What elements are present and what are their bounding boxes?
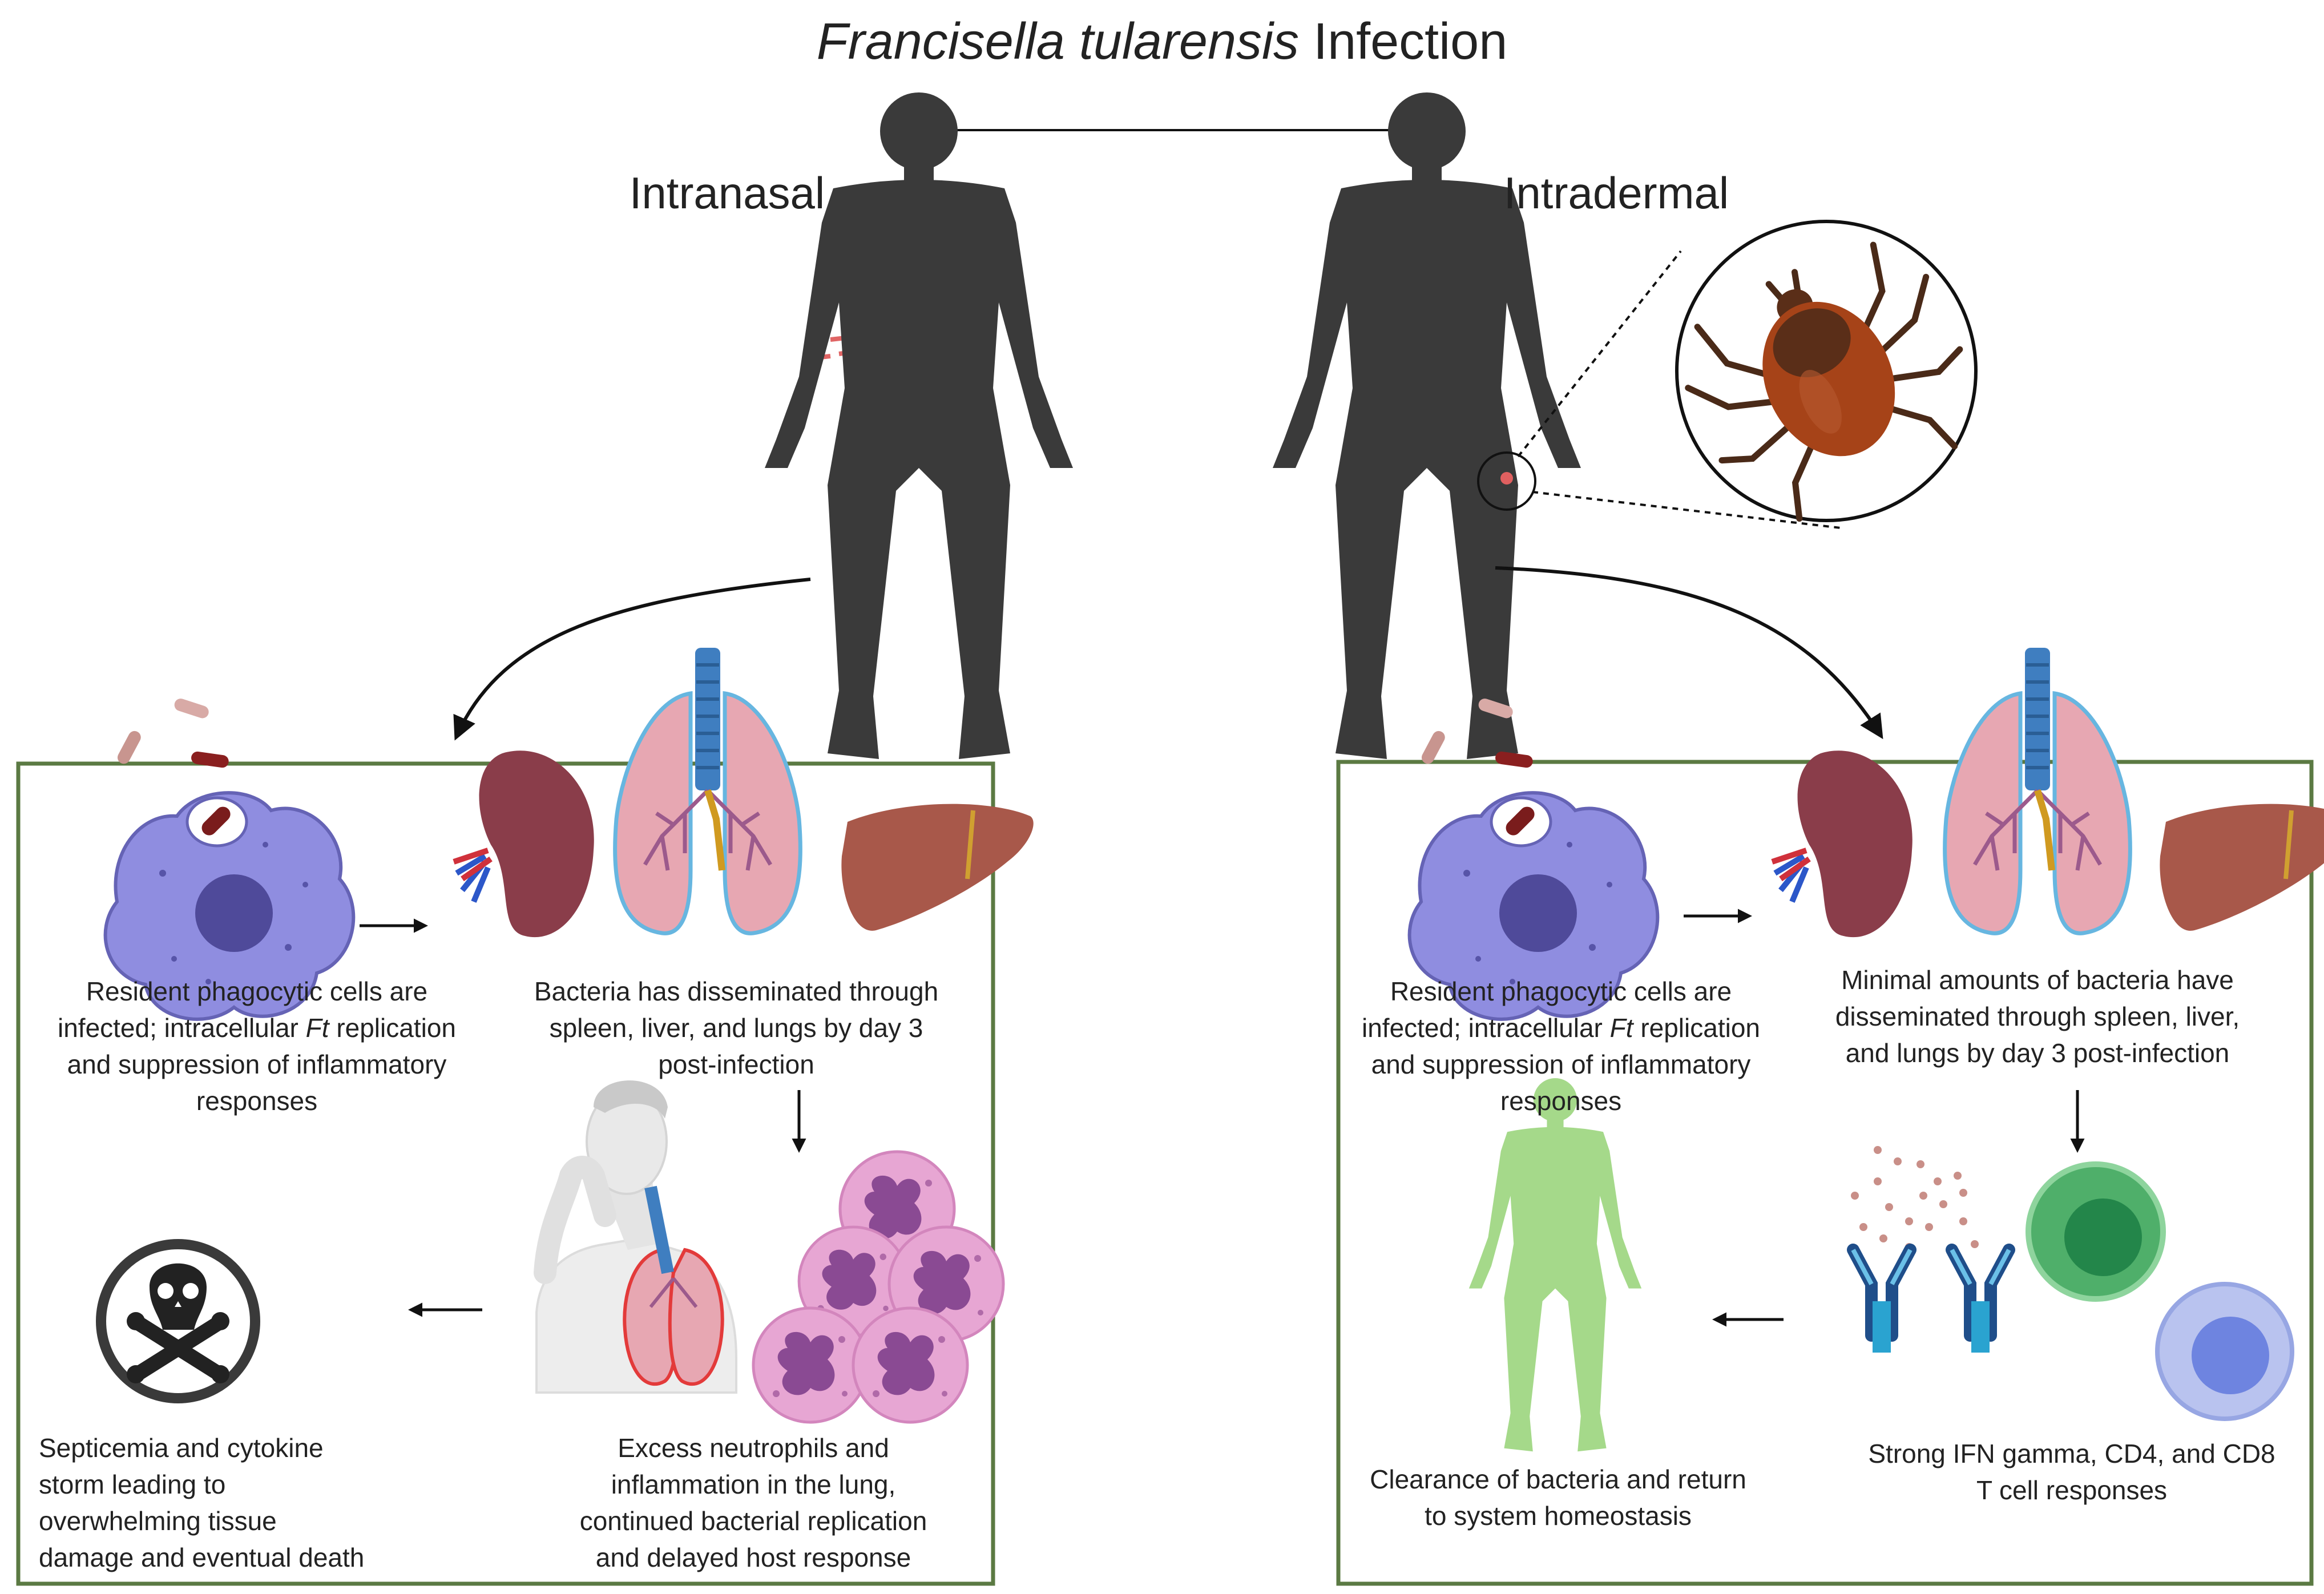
caption-line: Resident phagocytic cells are — [86, 976, 428, 1006]
intradermal-step4-caption: Clearance of bacteria and return to syst… — [1336, 1461, 1781, 1534]
caption-line: overwhelming tissue — [39, 1506, 277, 1536]
caption-line: inflammation in the lung, — [611, 1470, 896, 1499]
caption-line: to system homeostasis — [1425, 1501, 1692, 1531]
route-label-intranasal: Intranasal — [629, 168, 825, 218]
cytokine-dots — [1851, 1146, 1979, 1251]
title-italic: Francisella tularensis — [816, 13, 1300, 70]
zoom-line-bottom — [1532, 491, 1841, 529]
caption-line: Bacteria has disseminated through — [534, 976, 939, 1006]
antibody-icon-2 — [1952, 1250, 2009, 1353]
caption-line: Excess neutrophils and — [618, 1433, 889, 1463]
page-title: Francisella tularensis Infection — [591, 10, 1733, 73]
caption-line: infected; intracellular Ft replication — [34, 1010, 479, 1046]
title-rest: Infection — [1313, 13, 1508, 70]
caption-line: storm leading to — [39, 1470, 226, 1499]
intradermal-step2-caption: Minimal amounts of bacteria have dissemi… — [1792, 962, 2283, 1071]
caption-part: Ft — [305, 1013, 329, 1043]
zoom-line-top — [1517, 250, 1682, 458]
caption-line: infected; intracellular Ft replication — [1344, 1010, 1778, 1046]
antibody-icon-1 — [1853, 1250, 1910, 1353]
caption-line: Strong IFN gamma, CD4, and CD8 — [1868, 1439, 2275, 1468]
caption-line: responses — [1500, 1086, 1622, 1116]
macrophage-icon-intradermal — [1410, 697, 1658, 1019]
caption-line: Resident phagocytic cells are — [1390, 976, 1732, 1006]
caption-line: Septicemia and cytokine — [39, 1433, 324, 1463]
caption-line: and suppression of inflammatory — [67, 1050, 447, 1079]
caption-part: replication — [329, 1013, 456, 1043]
intradermal-step1-caption: Resident phagocytic cells are infected; … — [1344, 973, 1778, 1119]
neutrophil-icon-5 — [853, 1308, 967, 1422]
macrophage-icon-intranasal — [106, 697, 354, 1019]
spleen-icon-intradermal — [1772, 750, 1913, 937]
caption-part: infected; intracellular — [1361, 1013, 1610, 1043]
caption-line: responses — [196, 1086, 318, 1116]
caption-line: disseminated through spleen, liver, — [1835, 1002, 2240, 1031]
caption-part: infected; intracellular — [57, 1013, 306, 1043]
intranasal-step1-caption: Resident phagocytic cells are infected; … — [34, 973, 479, 1119]
intranasal-step4-caption: Septicemia and cytokine storm leading to… — [39, 1430, 438, 1576]
lungs-icon-intranasal — [615, 648, 801, 933]
caption-line: damage and eventual death — [39, 1543, 365, 1572]
cd8-t-cell-icon — [2155, 1282, 2294, 1421]
intranasal-outcome-arrow — [453, 578, 811, 741]
caption-line: Clearance of bacteria and return — [1370, 1464, 1746, 1494]
liver-icon-intradermal — [2160, 804, 2324, 931]
intradermal-outcome-arrow — [1495, 566, 1883, 740]
neutrophil-icon-4 — [753, 1308, 868, 1422]
bite-mark — [1500, 472, 1513, 485]
lungs-icon-intradermal — [1945, 648, 2131, 933]
tick-icon — [1685, 241, 1963, 522]
caption-line: and delayed host response — [595, 1543, 911, 1572]
skull-crossbones-icon — [96, 1239, 260, 1403]
liver-icon-intranasal — [841, 804, 1033, 931]
caption-line: post-infection — [658, 1050, 814, 1079]
intradermal-step3-caption: Strong IFN gamma, CD4, and CD8 T cell re… — [1849, 1435, 2294, 1508]
healthy-body-icon — [1468, 1078, 1642, 1452]
caption-line: continued bacterial replication — [579, 1506, 927, 1536]
caption-line: and suppression of inflammatory — [1371, 1050, 1751, 1079]
caption-line: spleen, liver, and lungs by day 3 — [549, 1013, 923, 1043]
route-label-intradermal: Intradermal — [1503, 168, 1729, 218]
caption-part: Ft — [1609, 1013, 1633, 1043]
coughing-person-icon — [534, 1080, 737, 1394]
caption-line: and lungs by day 3 post-infection — [1845, 1038, 2230, 1068]
caption-line: T cell responses — [1976, 1475, 2168, 1505]
caption-line: Minimal amounts of bacteria have — [1841, 965, 2234, 995]
caption-part: replication — [1633, 1013, 1760, 1043]
intranasal-step3-caption: Excess neutrophils and inflammation in t… — [525, 1430, 982, 1576]
intranasal-step2-caption: Bacteria has disseminated through spleen… — [491, 973, 982, 1083]
bite-site-circle — [1477, 451, 1536, 511]
spleen-icon-intranasal — [454, 750, 594, 937]
cd4-t-cell-icon — [2026, 1161, 2166, 1302]
